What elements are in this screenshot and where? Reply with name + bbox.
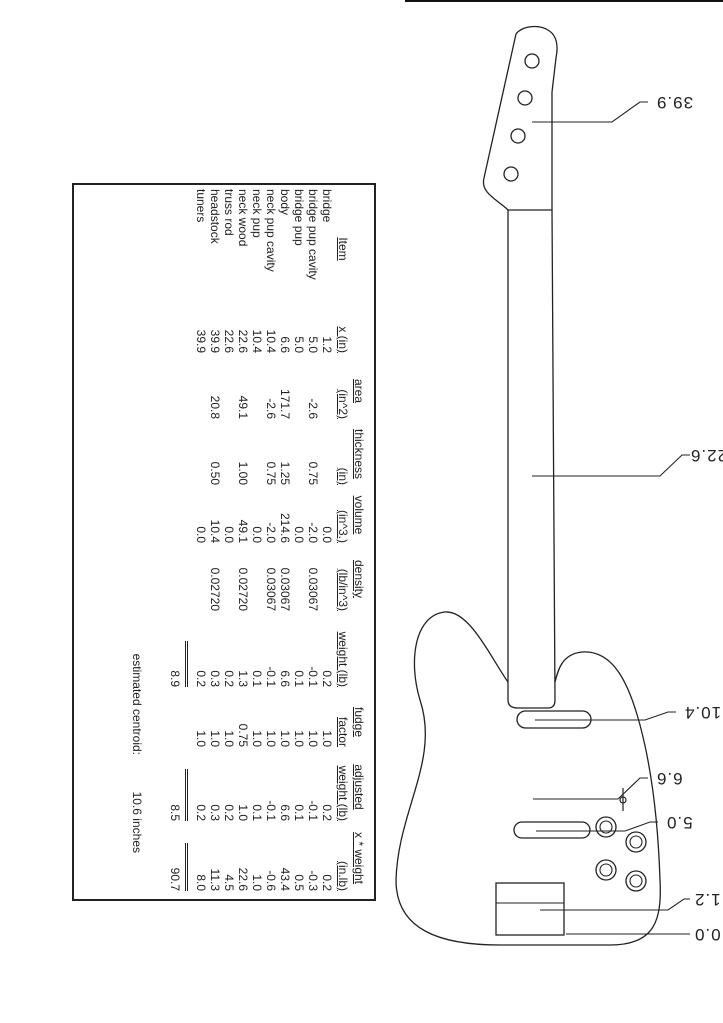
leader-line-10.4 — [535, 711, 676, 721]
top-edge-line — [405, 0, 723, 2]
control-knob — [629, 874, 643, 888]
bridge-pickup — [513, 821, 591, 839]
tuner-circle — [524, 53, 540, 69]
control-knob — [595, 816, 617, 838]
leader-line-22.6 — [532, 454, 690, 477]
control-knob — [625, 870, 647, 892]
position-label-6.6: 6.6 — [656, 769, 683, 788]
headstock-outline — [482, 25, 558, 211]
position-label-10.4: 10.4 — [684, 703, 722, 722]
leader-line-5.0 — [536, 821, 658, 832]
position-label-39.9: 39.9 — [656, 93, 694, 112]
position-label-1.2: 1.2 — [694, 890, 721, 909]
neck-outline — [507, 209, 556, 709]
control-knob — [595, 859, 617, 881]
control-knob — [599, 863, 613, 877]
bridge-plate — [495, 882, 565, 936]
leader-line-6.6 — [533, 777, 648, 800]
control-knob — [599, 820, 613, 834]
body-outline — [395, 611, 661, 946]
tuner-circle — [510, 128, 526, 144]
centroid-marker — [619, 796, 627, 804]
leader-line-39.9 — [532, 101, 648, 123]
position-label-22.6: 22.6 — [690, 446, 723, 465]
tuner-circle — [517, 90, 533, 106]
position-label-5.0: 5.0 — [666, 813, 693, 832]
position-label-0.0: 0.0 — [694, 925, 721, 944]
control-knob — [625, 831, 647, 853]
tuner-circle — [503, 166, 519, 182]
leader-line-1.2 — [540, 898, 690, 911]
control-knob — [629, 835, 643, 849]
